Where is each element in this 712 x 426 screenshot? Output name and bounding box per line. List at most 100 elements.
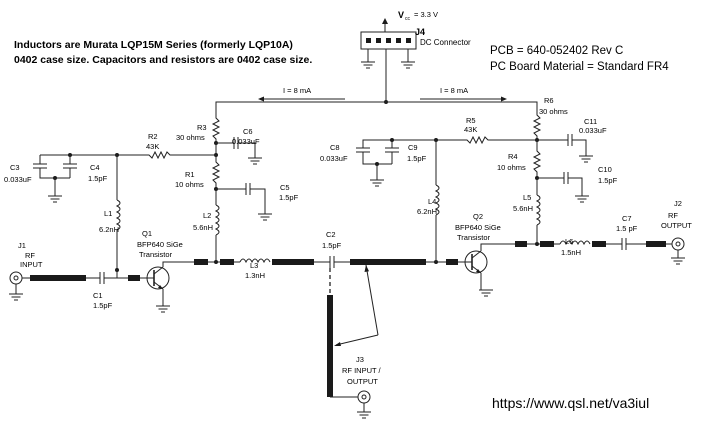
l4-inductor: L4 6.2nH <box>417 140 440 262</box>
l3-inductor: L3 1.3nH <box>234 258 271 280</box>
current-left: I = 8 mA <box>283 86 311 95</box>
vcc-label: V <box>398 10 404 20</box>
j3-ref: J3 <box>356 355 364 364</box>
l6-ref: L6 <box>565 237 573 246</box>
l6-val: 1.5nH <box>561 248 581 257</box>
c11-val: 0.033uF <box>579 126 607 135</box>
c1-ref: C1 <box>93 291 103 300</box>
q1-part: BFP640 SiGe <box>137 240 183 249</box>
c5-ref: C5 <box>280 183 290 192</box>
q1-collector-pad <box>194 259 208 265</box>
l5-val: 5.6nH <box>513 204 533 213</box>
j3-line1: RF INPUT / <box>342 366 382 375</box>
c5-val: 1.5pF <box>279 193 299 202</box>
l4-val: 6.2nH <box>417 207 437 216</box>
c4-val: 1.5pF <box>88 174 108 183</box>
j1-line2: INPUT <box>20 260 43 269</box>
c2-val: 1.5pF <box>322 241 342 250</box>
c7-ref: C7 <box>622 214 632 223</box>
r5-val: 43K <box>464 125 477 134</box>
supply-rail: I = 8 mA I = 8 mA <box>215 86 538 115</box>
r1-ref: R1 <box>185 170 195 179</box>
j3-line2: OUTPUT <box>347 377 378 386</box>
c3-ref: C3 <box>10 163 20 172</box>
j2-ref: J2 <box>674 199 682 208</box>
pcb-material: PC Board Material = Standard FR4 <box>490 61 669 73</box>
q2-transistor: Q2 BFP640 SiGe Transistor <box>455 212 515 297</box>
l3-pad-a <box>220 259 234 265</box>
q1-transistor: Q1 BFP640 SiGe Transistor <box>137 229 194 313</box>
l1-inductor: L1 6.2nH <box>99 155 121 270</box>
j1-ref: J1 <box>18 241 26 250</box>
q2-ref: Q2 <box>473 212 483 221</box>
j4-dc-connector: J4 DC Connector <box>360 27 471 104</box>
c5-capacitor: C5 1.5pF <box>216 183 299 221</box>
r3-ref: R3 <box>197 123 207 132</box>
r3-val: 30 ohms <box>176 133 205 142</box>
l3-val: 1.3nH <box>245 271 265 280</box>
vcc-value: = 3.3 V <box>414 10 438 19</box>
source-url: https://www.qsl.net/va3iul <box>492 395 649 411</box>
l2-inductor: L2 5.6nH <box>193 189 220 262</box>
l2-val: 5.6nH <box>193 223 213 232</box>
vcc-subscript: cc <box>405 16 411 22</box>
interstage-microstrip <box>350 259 426 265</box>
r6-ref: R6 <box>544 96 554 105</box>
r4-val: 10 ohms <box>497 163 526 172</box>
r4-ref: R4 <box>508 152 518 161</box>
l2-ref: L2 <box>203 211 211 220</box>
q1-type: Transistor <box>139 250 173 259</box>
r6-resistor: R6 30 ohms <box>532 96 568 140</box>
r2-val: 43K <box>146 142 159 151</box>
l1-val: 6.2nH <box>99 225 119 234</box>
r5-resistor: R5 43K <box>436 116 537 145</box>
q1-ref: Q1 <box>142 229 152 238</box>
r5-ref: R5 <box>466 116 476 125</box>
q2-collector-pad <box>515 241 527 247</box>
r1-val: 10 ohms <box>175 180 204 189</box>
r6-val: 30 ohms <box>539 107 568 116</box>
q2-part: BFP640 SiGe <box>455 223 501 232</box>
pcb-number: PCB = 640-052402 Rev C <box>490 45 623 57</box>
c7-val: 1.5 pF <box>616 224 638 233</box>
r2-resistor: R2 43K <box>117 132 216 160</box>
c11-capacitor: C11 0.033uF <box>537 117 607 163</box>
c8-val: 0.033uF <box>320 154 348 163</box>
c7-capacitor: C7 1.5 pF <box>616 214 638 250</box>
l3-ref: L3 <box>250 261 258 270</box>
q1-base-pad <box>128 275 140 281</box>
j1-rf-input: J1 RF INPUT <box>8 241 43 301</box>
j2-line1: RF <box>668 211 678 220</box>
c9-capacitor: C9 1.5pF <box>385 140 427 164</box>
r4-resistor: R4 10 ohms <box>497 140 542 178</box>
c4-ref: C4 <box>90 163 100 172</box>
c10-val: 1.5pF <box>598 176 618 185</box>
j3-branch <box>327 264 379 398</box>
l6-pad-b <box>592 241 606 247</box>
q2-type: Transistor <box>457 233 491 242</box>
l5-ref: L5 <box>523 193 531 202</box>
c8-ref: C8 <box>330 143 340 152</box>
q2-base-pad <box>446 259 458 265</box>
l5-inductor: L5 5.6nH <box>513 178 541 242</box>
r3-resistor: R3 30 ohms <box>176 115 221 143</box>
l4-ref: L4 <box>428 197 436 206</box>
l1-ref: L1 <box>104 209 112 218</box>
j2-rf-output: J2 RF OUTPUT <box>661 199 692 265</box>
c9-val: 1.5pF <box>407 154 427 163</box>
c3-capacitor: C3 0.033uF <box>4 155 70 184</box>
c10-ref: C10 <box>598 165 612 174</box>
c1-val: 1.5pF <box>93 301 113 310</box>
c10-capacitor: C10 1.5pF <box>537 165 618 203</box>
j2-microstrip <box>646 241 666 247</box>
c6-val: 0.033uF <box>232 137 260 146</box>
c3-val: 0.033uF <box>4 175 32 184</box>
current-right: I = 8 mA <box>440 86 468 95</box>
c8-capacitor: C8 0.033uF <box>320 143 392 165</box>
note-inductors: Inductors are Murata LQP15M Series (form… <box>14 39 293 51</box>
j4-desc: DC Connector <box>420 38 471 47</box>
l6-inductor: L6 1.5nH <box>554 237 591 257</box>
c9-ref: C9 <box>408 143 418 152</box>
c4-capacitor: C4 1.5pF <box>63 155 108 183</box>
